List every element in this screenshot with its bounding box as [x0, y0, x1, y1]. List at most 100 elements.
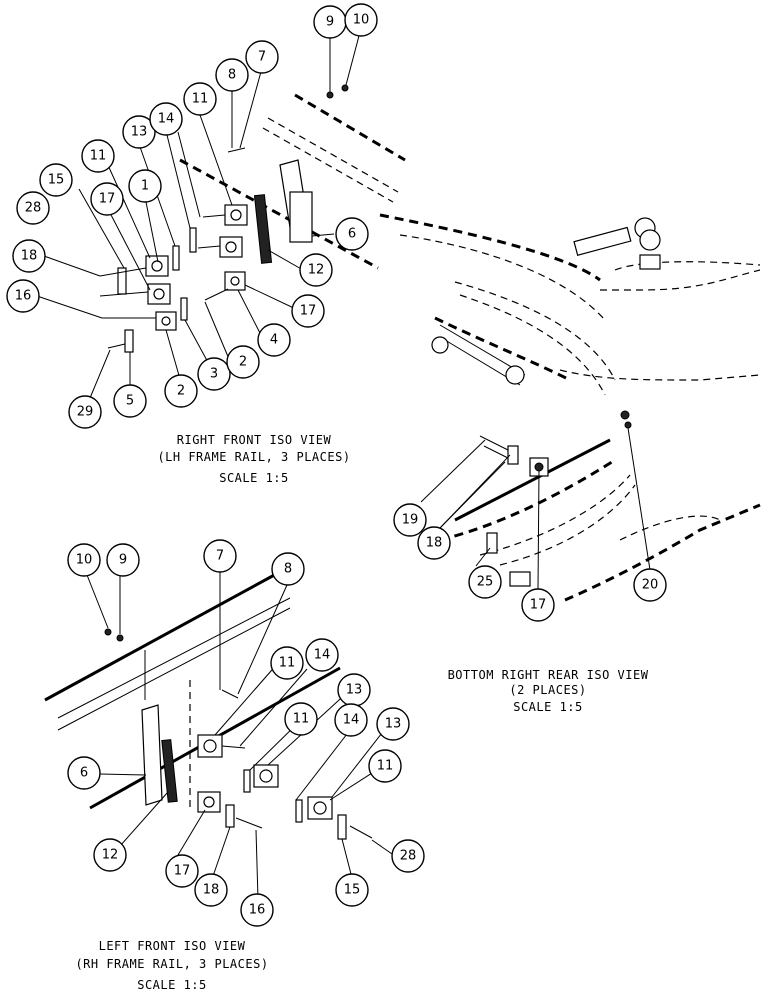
callout-number: 17 [530, 598, 547, 613]
callout-number: 1 [141, 179, 149, 194]
callout-number: 11 [192, 92, 209, 107]
callout-7: 7 [203, 539, 237, 573]
caption-line: LEFT FRONT ISO VIEW [99, 939, 246, 953]
right-front-view-drawing [36, 31, 406, 399]
callout-number: 29 [77, 405, 94, 420]
callout-number: 16 [15, 289, 32, 304]
caption-line: BOTTOM RIGHT REAR ISO VIEW [448, 668, 649, 682]
callout-number: 10 [76, 553, 93, 568]
callout-11: 11 [270, 646, 304, 680]
callout-15: 15 [335, 873, 369, 907]
callout-number: 8 [228, 68, 236, 83]
callout-10: 10 [344, 3, 378, 37]
callout-10: 10 [67, 543, 101, 577]
callout-number: 12 [102, 848, 119, 863]
callout-12: 12 [93, 838, 127, 872]
callout-number: 6 [80, 766, 88, 781]
caption-line: (RH FRAME RAIL, 3 PLACES) [75, 957, 268, 971]
callout-number: 11 [377, 759, 394, 774]
callout-number: 7 [258, 50, 266, 65]
callout-number: 12 [308, 263, 325, 278]
callout-number: 15 [48, 173, 65, 188]
callout-number: 28 [400, 849, 417, 864]
callout-14: 14 [334, 703, 368, 737]
callout-9: 9 [313, 5, 347, 39]
caption-line: SCALE 1:5 [137, 978, 207, 992]
callout-5: 5 [113, 384, 147, 418]
callout-number: 11 [279, 656, 296, 671]
callout-number: 14 [343, 713, 360, 728]
callout-number: 10 [353, 13, 370, 28]
callout-number: 13 [131, 125, 148, 140]
callout-number: 5 [126, 394, 134, 409]
callout-11: 11 [284, 702, 318, 736]
caption-line: (LH FRAME RAIL, 3 PLACES) [157, 450, 350, 464]
callout-number: 9 [119, 553, 127, 568]
callout-13: 13 [122, 115, 156, 149]
bottom-right-rear-view-drawing [379, 213, 761, 602]
caption-line: RIGHT FRONT ISO VIEW [177, 433, 332, 447]
callout-number: 20 [642, 578, 659, 593]
callout-number: 9 [326, 15, 334, 30]
right-front-caption: RIGHT FRONT ISO VIEW (LH FRAME RAIL, 3 P… [157, 433, 350, 485]
callout-8: 8 [271, 552, 305, 586]
callout-number: 18 [21, 249, 38, 264]
callout-6: 6 [67, 756, 101, 790]
callout-number: 17 [99, 192, 116, 207]
callout-17: 17 [165, 854, 199, 888]
callout-19: 19 [393, 503, 427, 537]
caption-line: SCALE 1:5 [219, 471, 289, 485]
callout-13: 13 [337, 673, 371, 707]
callout-number: 4 [270, 333, 278, 348]
callout-16: 16 [6, 279, 40, 313]
callout-number: 16 [249, 903, 266, 918]
callout-15: 15 [39, 163, 73, 197]
callout-number: 15 [344, 883, 361, 898]
callout-number: 7 [216, 549, 224, 564]
callout-number: 2 [239, 355, 247, 370]
left-front-caption: LEFT FRONT ISO VIEW (RH FRAME RAIL, 3 PL… [75, 939, 268, 992]
callout-8: 8 [215, 58, 249, 92]
callout-3: 3 [197, 357, 231, 391]
callout-number: 28 [25, 201, 42, 216]
callout-14: 14 [305, 638, 339, 672]
callout-28: 28 [16, 191, 50, 225]
callout-14: 14 [149, 102, 183, 136]
callout-11: 11 [81, 139, 115, 173]
callout-9: 9 [106, 543, 140, 577]
callout-number: 2 [177, 384, 185, 399]
callout-7: 7 [245, 40, 279, 74]
callout-18: 18 [194, 873, 228, 907]
callout-18: 18 [12, 239, 46, 273]
callout-28: 28 [391, 839, 425, 873]
bottom-right-rear-caption: BOTTOM RIGHT REAR ISO VIEW (2 PLACES) SC… [448, 668, 649, 714]
callout-number: 13 [346, 683, 363, 698]
callout-number: 11 [293, 712, 310, 727]
callout-11: 11 [368, 749, 402, 783]
callout-25: 25 [468, 565, 502, 599]
callout-number: 25 [477, 575, 494, 590]
callout-number: 17 [174, 864, 191, 879]
callout-number: 3 [210, 367, 218, 382]
callout-number: 13 [385, 717, 402, 732]
callout-number: 11 [90, 149, 107, 164]
callout-number: 18 [426, 536, 443, 551]
caption-line: (2 PLACES) [509, 683, 586, 697]
callout-16: 16 [240, 893, 274, 927]
callout-number: 17 [300, 304, 317, 319]
callout-number: 6 [348, 227, 356, 242]
callout-1: 1 [128, 169, 162, 203]
callout-29: 29 [68, 395, 102, 429]
callout-2: 2 [226, 345, 260, 379]
callout-17: 17 [291, 294, 325, 328]
callout-2: 2 [164, 374, 198, 408]
callout-number: 14 [158, 112, 175, 127]
callout-20: 20 [633, 568, 667, 602]
callout-number: 18 [203, 883, 220, 898]
callout-number: 8 [284, 562, 292, 577]
callout-17: 17 [521, 588, 555, 622]
callout-4: 4 [257, 323, 291, 357]
